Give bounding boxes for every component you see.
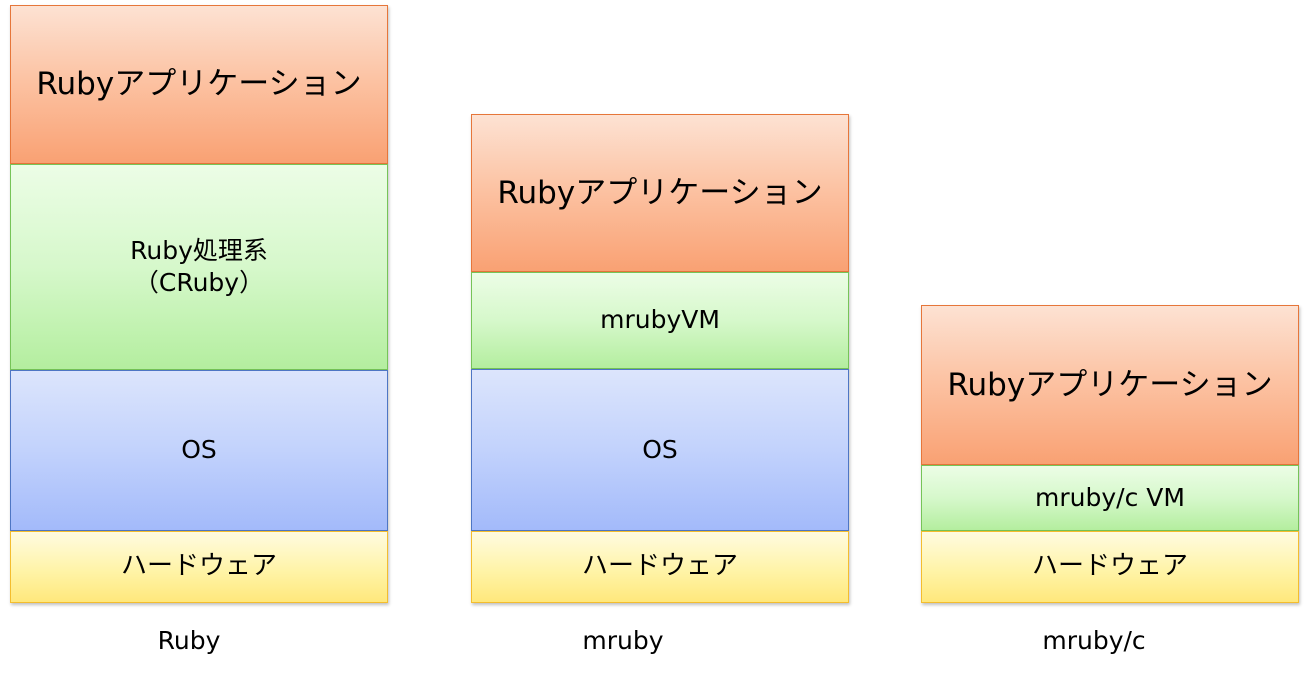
layer-label: OS: [642, 434, 678, 464]
layer-ruby-interpreter: Ruby処理系 （CRuby）: [10, 164, 388, 370]
layer-label: Rubyアプリケーション: [947, 366, 1273, 403]
layer-label: Rubyアプリケーション: [497, 174, 823, 211]
layer-os: OS: [10, 370, 388, 531]
layer-label: ハードウェア: [120, 551, 277, 582]
layer-ruby-application: Rubyアプリケーション: [471, 114, 849, 272]
caption-mruby: mruby: [582, 626, 664, 655]
caption-ruby: Ruby: [157, 626, 221, 655]
layer-label: mruby/c VM: [1035, 482, 1185, 512]
layer-hardware: ハードウェア: [921, 531, 1299, 603]
stack-mruby: Rubyアプリケーション mrubyVM OS ハードウェア: [471, 114, 849, 603]
stack-ruby: Rubyアプリケーション Ruby処理系 （CRuby） OS ハードウェア: [10, 5, 388, 603]
layer-ruby-application: Rubyアプリケーション: [10, 5, 388, 164]
layer-hardware: ハードウェア: [10, 531, 388, 603]
layer-label: mrubyVM: [600, 305, 720, 335]
stack-mrubyc: Rubyアプリケーション mruby/c VM ハードウェア: [921, 305, 1299, 603]
layer-mruby-vm: mrubyVM: [471, 272, 849, 369]
layer-label: ハードウェア: [1031, 551, 1188, 582]
caption-mrubyc: mruby/c: [1042, 626, 1146, 655]
layer-hardware: ハードウェア: [471, 531, 849, 603]
layer-os: OS: [471, 369, 849, 531]
layer-label: ハードウェア: [581, 551, 738, 582]
layer-label: Rubyアプリケーション: [36, 66, 362, 103]
layer-label: Ruby処理系 （CRuby）: [130, 235, 268, 298]
layer-label: OS: [181, 435, 217, 465]
layer-mrubyc-vm: mruby/c VM: [921, 465, 1299, 531]
layer-ruby-application: Rubyアプリケーション: [921, 305, 1299, 465]
